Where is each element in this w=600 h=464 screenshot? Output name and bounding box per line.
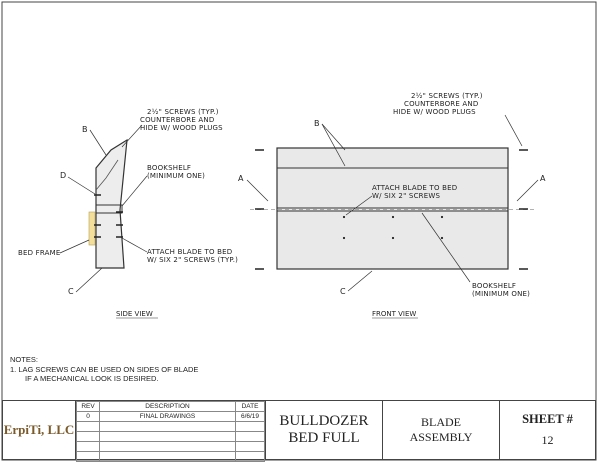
leader-line bbox=[421, 212, 471, 283]
company-name: ErpiTi, LLC bbox=[3, 422, 75, 437]
side-view-blade bbox=[95, 138, 128, 269]
side-view-bookshelf bbox=[95, 204, 123, 214]
table-row bbox=[76, 451, 265, 462]
screw-dot bbox=[342, 215, 346, 219]
leader-line bbox=[75, 267, 103, 293]
leader-line bbox=[121, 237, 148, 253]
notes-heading: NOTES: bbox=[10, 355, 38, 364]
company-logo: ErpiTi, LLC bbox=[3, 401, 76, 459]
project-title-line-1: BULLDOZER bbox=[279, 413, 369, 429]
drawing-title: BLADE ASSEMBLY bbox=[383, 401, 500, 459]
side-view-label: SIDE VIEW bbox=[116, 310, 153, 318]
front-letter-b: B bbox=[314, 119, 320, 128]
front-letter-a-left: A bbox=[238, 174, 244, 183]
side-screws-callout: 2½" SCREWS (TYP.) COUNTERBORE AND HIDE W… bbox=[140, 108, 223, 132]
date-header: DATE bbox=[235, 401, 265, 412]
leader-line bbox=[504, 114, 523, 147]
front-attach-callout: ATTACH BLADE TO BED W/ SIX 2" SCREWS bbox=[372, 184, 460, 200]
sheet-number: 12 bbox=[541, 433, 554, 447]
front-view-label: FRONT VIEW bbox=[372, 310, 416, 318]
title-block: ErpiTi, LLC REV DESCRIPTION DATE 0 FINAL… bbox=[2, 400, 596, 462]
side-letter-c: C bbox=[68, 287, 74, 296]
drawing-title-line-2: ASSEMBLY bbox=[409, 430, 473, 444]
leader-line bbox=[321, 123, 346, 167]
revision-table: REV DESCRIPTION DATE 0 FINAL DRAWINGS 6/… bbox=[76, 401, 266, 462]
project-title-line-2: BED FULL bbox=[288, 430, 360, 446]
screw-dot bbox=[342, 236, 346, 240]
project-title: BULLDOZER BED FULL bbox=[266, 401, 383, 459]
side-attach-callout: ATTACH BLADE TO BED W/ SIX 2" SCREWS (TY… bbox=[147, 248, 238, 264]
side-letter-d: D bbox=[60, 171, 66, 180]
note-line-2: IF A MECHANICAL LOOK IS DESIRED. bbox=[25, 374, 159, 383]
front-bookshelf-callout: BOOKSHELF (MINIMUM ONE) bbox=[472, 282, 530, 298]
description-value: FINAL DRAWINGS bbox=[99, 411, 236, 422]
leader-line bbox=[67, 176, 96, 195]
screw-dot bbox=[391, 236, 395, 240]
screw-dot bbox=[440, 236, 444, 240]
table-row bbox=[76, 421, 265, 432]
leader-line bbox=[121, 175, 148, 207]
sheet-label: SHEET # bbox=[522, 412, 573, 426]
description-header: DESCRIPTION bbox=[99, 401, 236, 412]
note-line-1: 1. LAG SCREWS CAN BE USED ON SIDES OF BL… bbox=[10, 364, 199, 374]
leader-line bbox=[89, 129, 107, 156]
rev-header: REV bbox=[76, 401, 100, 412]
screw-dot bbox=[440, 215, 444, 219]
screw-dot bbox=[391, 215, 395, 219]
side-view-profile-line bbox=[95, 159, 119, 191]
side-bookshelf-callout: BOOKSHELF (MINIMUM ONE) bbox=[147, 164, 205, 180]
front-screws-callout: 2½" SCREWS (TYP.) COUNTERBORE AND HIDE W… bbox=[393, 92, 485, 116]
leader-line bbox=[345, 195, 373, 216]
table-row bbox=[76, 441, 265, 452]
leader-line bbox=[121, 124, 143, 148]
side-letter-b: B bbox=[82, 125, 88, 134]
leader-line bbox=[246, 179, 269, 202]
front-view: 2½" SCREWS (TYP.) COUNTERBORE AND HIDE W… bbox=[238, 92, 546, 319]
front-letter-c: C bbox=[340, 287, 346, 296]
leader-line bbox=[321, 123, 346, 151]
date-value: 6/6/19 bbox=[235, 411, 265, 422]
drawing-title-line-1: BLADE bbox=[421, 415, 461, 429]
rev-value: 0 bbox=[76, 411, 100, 422]
notes-section: NOTES: 1. LAG SCREWS CAN BE USED ON SIDE… bbox=[10, 355, 198, 384]
front-letter-a-right: A bbox=[540, 174, 546, 183]
side-view: 2½" SCREWS (TYP.) COUNTERBORE AND HIDE W… bbox=[18, 108, 238, 319]
bed-frame-shape bbox=[88, 211, 96, 246]
leader-line bbox=[59, 239, 90, 254]
sheet-number-box: SHEET # 12 bbox=[500, 401, 595, 459]
leader-line bbox=[516, 179, 539, 202]
side-bed-frame-callout: BED FRAME bbox=[18, 249, 61, 257]
table-row bbox=[76, 431, 265, 442]
leader-line bbox=[347, 270, 373, 292]
